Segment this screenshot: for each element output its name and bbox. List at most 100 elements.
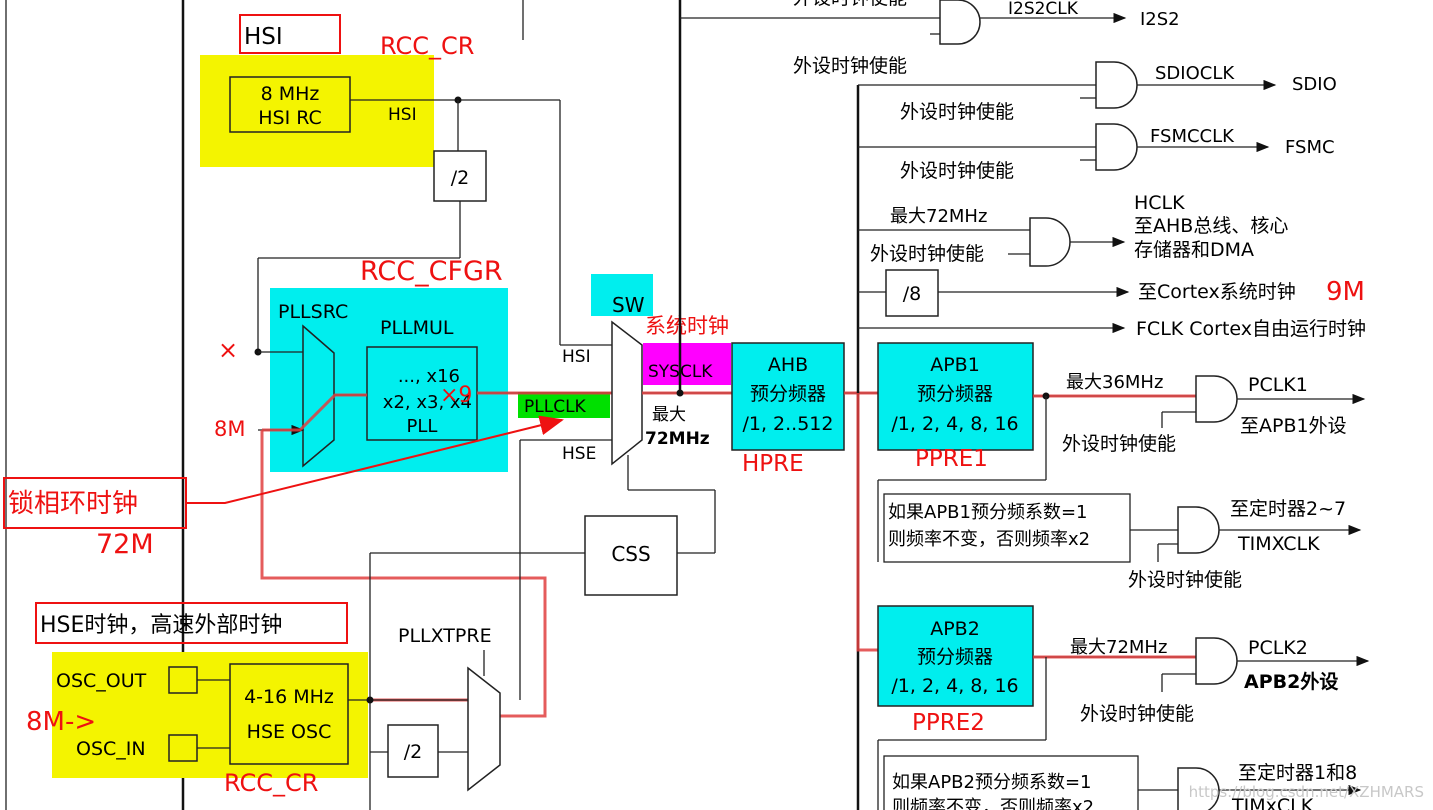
pclk1-label: PCLK1 <box>1248 374 1308 396</box>
cortex-9m-label: 9M <box>1326 277 1365 307</box>
timer18-and-gate <box>1177 767 1220 810</box>
apb1-line1: APB1 <box>930 354 980 376</box>
timxclk-label: TIMXCLK <box>1237 533 1320 555</box>
sdio-and-gate <box>1095 61 1138 109</box>
pclk1-and-gate <box>1195 375 1238 423</box>
hse-osc-line1: 4-16 MHz <box>244 686 334 708</box>
i2s2-label: I2S2 <box>1140 9 1180 30</box>
hclk-enable-label: 外设时钟使能 <box>870 243 984 265</box>
rcc-cr-bottom-label: RCC_CR <box>224 769 318 797</box>
apb1-max-label: 最大36MHz <box>1066 372 1163 393</box>
hse-junction <box>366 696 374 704</box>
sysclk-highlight <box>643 343 731 385</box>
hclk-line1: HCLK <box>1134 192 1185 214</box>
fsmc-enable-label: 外设时钟使能 <box>900 160 1014 182</box>
apb2-timer-note-box <box>883 755 1139 810</box>
hclk-max-label: 最大72MHz <box>890 206 987 227</box>
osc-out-label: OSC_OUT <box>56 670 147 692</box>
ahb-line1: AHB <box>768 354 808 376</box>
apb1-periph-label: 至APB1外设 <box>1240 415 1347 437</box>
pllclk-label: PLLCLK <box>524 397 587 417</box>
pll-clock-arrow <box>186 415 564 504</box>
hclk-line2: 至AHB总线、核心 <box>1134 215 1288 237</box>
i2s-and-gate <box>939 0 981 45</box>
timer27-and-gate <box>1177 506 1220 554</box>
i2s-enable-partial: 外设时钟使能 <box>793 0 907 9</box>
hsi-out-label: HSI <box>388 105 417 125</box>
sw-mux <box>611 320 643 466</box>
pclk2-label: PCLK2 <box>1248 637 1308 659</box>
fsmc-label: FSMC <box>1285 137 1335 158</box>
hclk-and-gate <box>1029 217 1071 267</box>
hse-osc-box <box>229 663 349 765</box>
apb2-line1: APB2 <box>930 618 980 640</box>
pllsrc-label: PLLSRC <box>278 301 348 323</box>
i2s-enable-label: 外设时钟使能 <box>793 55 907 77</box>
hpre-label: HPRE <box>742 451 804 477</box>
pllmul-line3: PLL <box>407 416 438 437</box>
apb2-periph-label: APB2外设 <box>1244 670 1338 693</box>
apb1-timer-note-line1: 如果APB1预分频系数=1 <box>888 502 1088 523</box>
fsmc-and-gate <box>1095 123 1138 171</box>
sdio-enable-label: 外设时钟使能 <box>900 101 1014 123</box>
sysclk-note: 系统时钟 <box>645 314 729 338</box>
div8-box <box>885 269 939 317</box>
css-label: CSS <box>611 542 650 566</box>
mux-hsi-label: HSI <box>562 347 591 367</box>
cortex-clk-label: 至Cortex系统时钟 <box>1138 281 1296 303</box>
pll-clock-note: 锁相环时钟 <box>8 489 138 519</box>
hse-title-box <box>35 602 348 644</box>
apb1-line3: /1, 2, 4, 8, 16 <box>891 413 1018 435</box>
apb2-box <box>877 605 1034 707</box>
pllxtpre-label: PLLXTPRE <box>398 625 492 647</box>
apb2-timer-note-line2: 则频率不变，否则频率x2 <box>892 797 1094 810</box>
timer27-label: 至定时器2~7 <box>1230 498 1346 520</box>
ppre1-label: PPRE1 <box>915 446 988 472</box>
hsi-rc-line1: 8 MHz <box>261 83 320 105</box>
ppre2-label: PPRE2 <box>912 710 985 736</box>
sdioclk-label: SDIOCLK <box>1155 63 1235 84</box>
pll-red-path-a <box>262 393 367 432</box>
hsi-title: HSI <box>244 24 283 50</box>
apb1-enable-label: 外设时钟使能 <box>1062 433 1176 455</box>
ahb-line3: /1, 2..512 <box>742 413 833 435</box>
apb2-red-route <box>856 393 878 652</box>
timer27-enable-label: 外设时钟使能 <box>1128 569 1242 591</box>
sdio-label: SDIO <box>1292 74 1337 95</box>
hse-title: HSE时钟，高速外部时钟 <box>40 613 282 638</box>
apb2-enable-label: 外设时钟使能 <box>1080 703 1194 725</box>
timer18-label: 至定时器1和8 <box>1238 762 1357 784</box>
max72-line2: 72MHz <box>645 429 710 449</box>
sw-label: SW <box>612 293 645 317</box>
apb1-line2: 预分频器 <box>917 383 993 405</box>
x9-label: ×9 <box>440 383 472 408</box>
rcc-cfgr-label: RCC_CFGR <box>360 256 503 287</box>
pclk2-and-gate <box>1195 637 1238 685</box>
hsi-highlight <box>200 55 434 167</box>
apb2-line3: /1, 2, 4, 8, 16 <box>891 675 1018 697</box>
pllmul-label: PLLMUL <box>380 317 454 339</box>
sw-highlight <box>591 274 653 316</box>
timxclk2-label: TIMxCLK <box>1231 795 1314 810</box>
note-72m: 72M <box>96 529 154 560</box>
watermark: https://blog.csdn.net/XZHMARS <box>1189 783 1424 801</box>
pllxtpre-mux <box>467 666 501 792</box>
fclk-label: FCLK Cortex自由运行时钟 <box>1136 318 1366 340</box>
apb2-timer-note-line1: 如果APB2预分频系数=1 <box>892 772 1092 793</box>
ahb-box <box>731 342 845 451</box>
osc-in-label: OSC_IN <box>76 738 146 760</box>
mux-hse-label: HSE <box>562 444 596 464</box>
hsi-title-box <box>239 14 341 54</box>
div2-top-box <box>433 150 487 202</box>
apb1-timer-note-box <box>883 493 1131 563</box>
css-box <box>584 515 678 596</box>
pllmul-line1: ..., x16 <box>398 366 460 387</box>
hsi-rc-line2: HSI RC <box>258 107 322 129</box>
div2-bottom-label: /2 <box>404 741 423 763</box>
div2-top-label: /2 <box>451 167 470 189</box>
hse-highlight <box>52 652 368 778</box>
pllmul-line2: x2, x3, x4 <box>383 392 472 413</box>
hse-osc-line2: HSE OSC <box>247 721 332 743</box>
apb2-max-label: 最大72MHz <box>1070 637 1167 658</box>
